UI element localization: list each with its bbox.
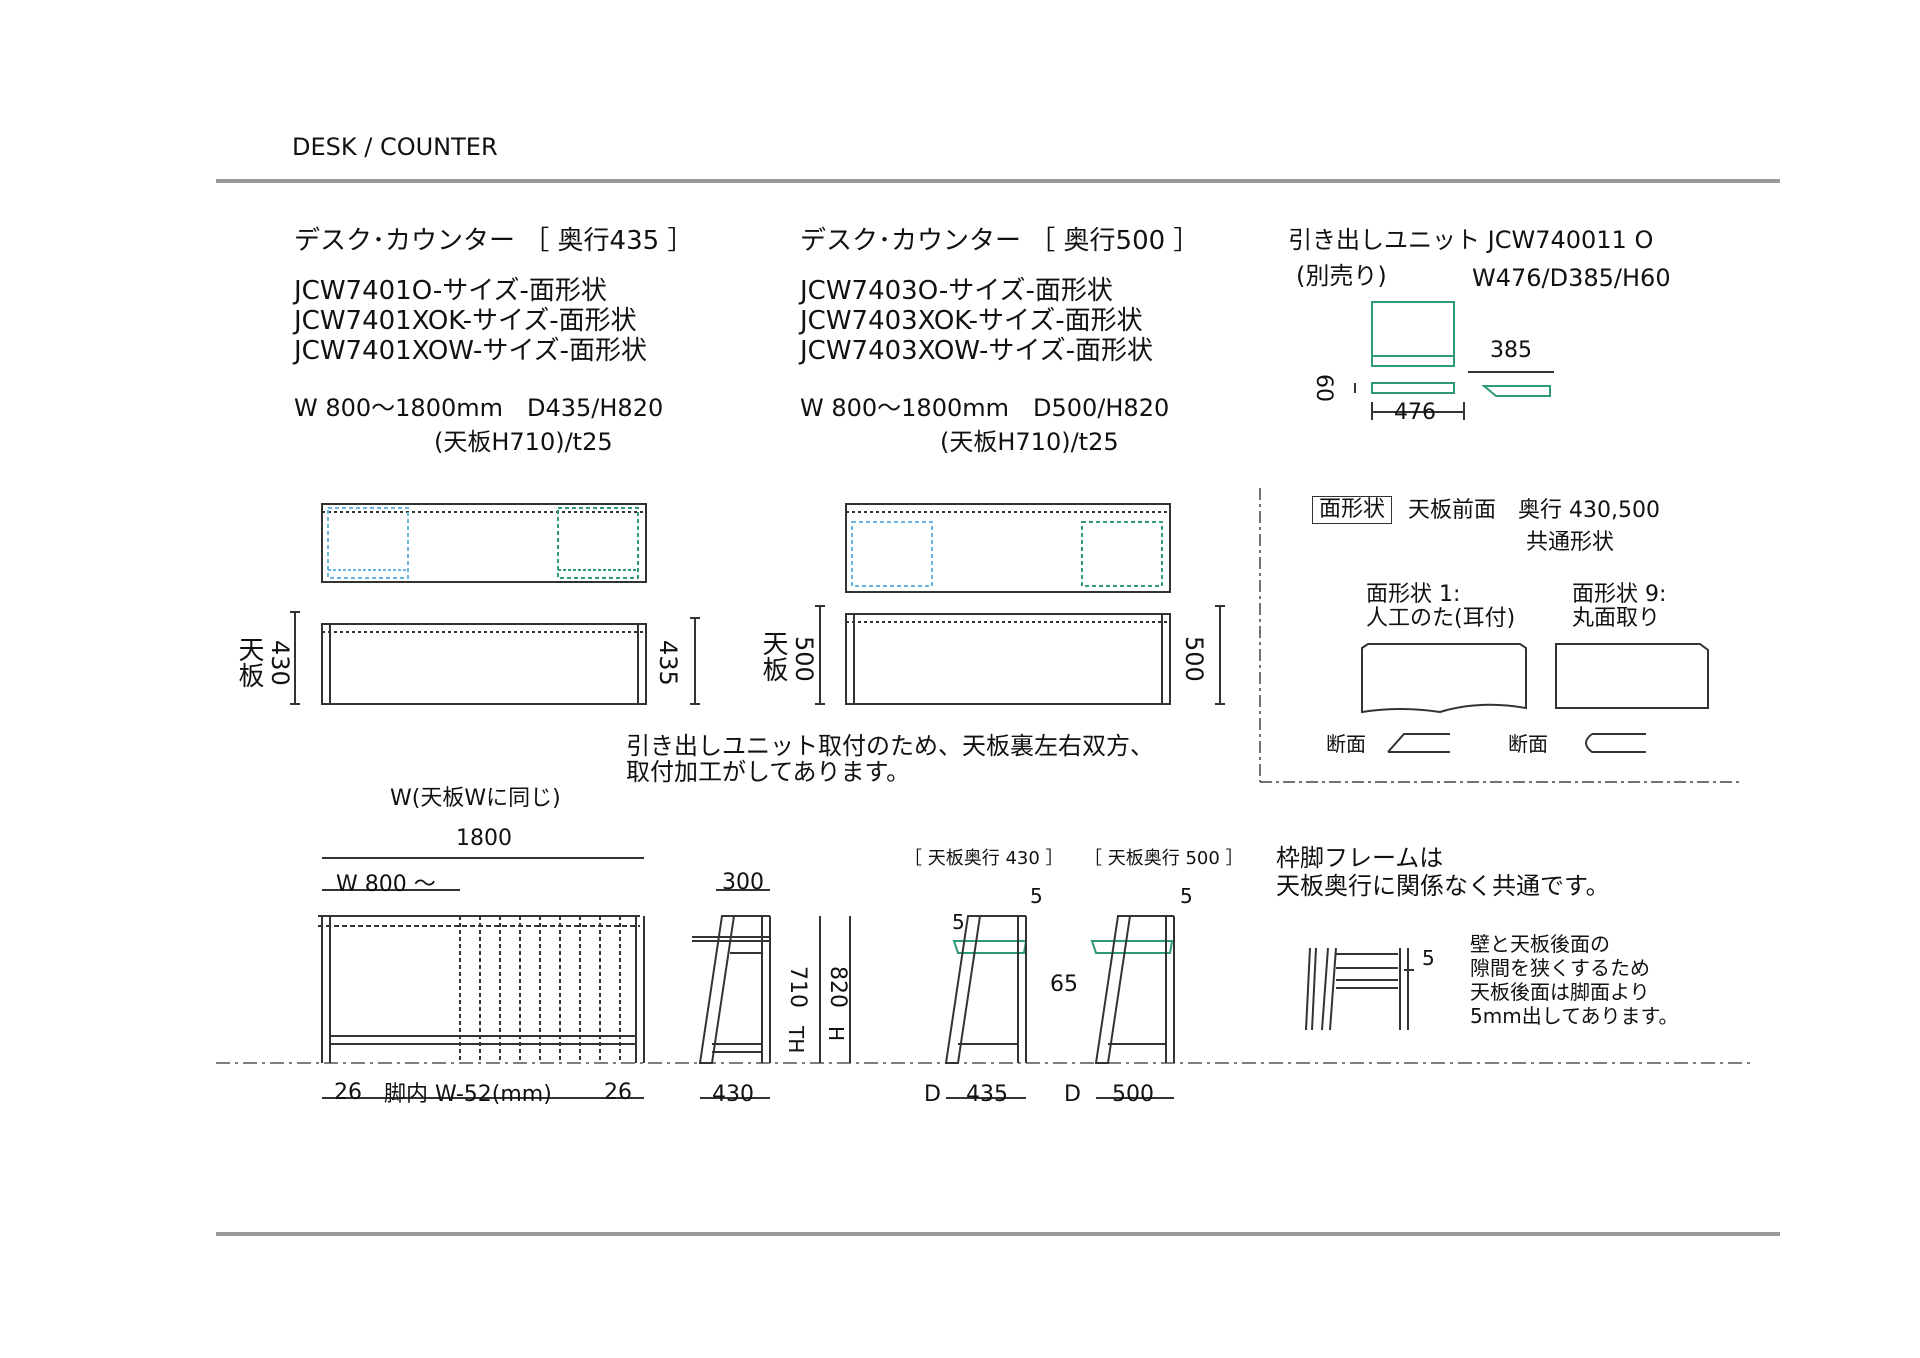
mid-spec-size-2: (天板H710)/t25: [940, 428, 1119, 456]
left-spec-heading: デスク･カウンター ［ 奥行435 ］: [294, 226, 694, 256]
section-label-1: 断面: [1326, 732, 1366, 756]
drawer-sub: (別売り): [1296, 262, 1387, 290]
front-dim-w800: W 800 ～: [336, 872, 436, 897]
depth-view-500: [1090, 915, 1175, 1099]
shape-desc-1: 天板前面 奥行 430,500: [1408, 498, 1660, 523]
section-label-2: 断面: [1508, 732, 1548, 756]
depth-dim-d1: D: [924, 1082, 941, 1107]
shape-profiles: [1361, 643, 1709, 753]
left-desk-elevation: [290, 611, 700, 705]
left-spec-model-1: JCW7401O-サイズ-面形状: [294, 276, 607, 306]
drawer-dim-476: 476: [1394, 400, 1436, 425]
shape1-title-1: 面形状 1:: [1366, 582, 1461, 607]
frame-note-2: 天板奥行に関係なく共通です。: [1276, 872, 1610, 900]
mid-desk-elevation: [815, 605, 1225, 705]
wall-note-1: 壁と天板後面の: [1470, 932, 1610, 956]
mid-spec-model-2: JCW7403XOK-サイズ-面形状: [800, 306, 1143, 336]
front-dim-inner: 脚内 W-52(mm): [384, 1082, 552, 1107]
side-dim-430: 430: [712, 1082, 754, 1107]
shape9-title-2: 丸面取り: [1572, 606, 1661, 631]
left-spec-model-3: JCW7401XOW-サイズ-面形状: [294, 336, 647, 366]
depth-dim-d2: D: [1064, 1082, 1081, 1107]
drawer-dim-60: 60: [1311, 374, 1336, 402]
depth-dim-5c: 5: [1180, 884, 1193, 908]
shape1-title-2: 人工のた(耳付): [1366, 606, 1516, 631]
mid-desk-plan: [845, 503, 1171, 593]
side-dim-820: 820: [825, 966, 850, 1008]
depth-dim-5b: 5: [1030, 884, 1043, 908]
front-dim-26b: 26: [604, 1080, 632, 1105]
wall-dim-5: 5: [1422, 946, 1435, 970]
page-title: DESK / COUNTER: [292, 133, 498, 161]
front-dim-1800: 1800: [456, 826, 512, 851]
wall-note-3: 天板後面は脚面より: [1470, 980, 1650, 1004]
mid-spec-size-1: W 800～1800mm D500/H820: [800, 394, 1170, 422]
depth-dim-5a: 5: [952, 910, 965, 934]
shape-desc-2: 共通形状: [1526, 530, 1615, 555]
drawer-size: W476/D385/H60: [1472, 264, 1671, 292]
front-view-drawing: [318, 857, 645, 1099]
left-dim-435: 435: [654, 640, 682, 686]
left-spec-size-1: W 800～1800mm D435/H820: [294, 394, 664, 422]
mid-dim-500b: 500: [1180, 636, 1208, 682]
front-dim-26a: 26: [334, 1080, 362, 1105]
drawer-dim-385: 385: [1490, 338, 1532, 363]
left-dim-top-label: 天板: [234, 636, 264, 688]
front-w-label: W(天板Wに同じ): [390, 786, 561, 811]
depth-label-430: ［ 天板奥行 430 ］: [904, 848, 1064, 869]
drawer-unit-drawing: [1354, 301, 1554, 420]
left-spec-model-2: JCW7401XOK-サイズ-面形状: [294, 306, 637, 336]
left-dim-430: 430: [266, 640, 294, 686]
mid-dim-500a: 500: [790, 636, 818, 682]
side-dim-th: TH: [784, 1026, 808, 1054]
depth-dim-435: 435: [966, 1082, 1008, 1107]
wall-note-2: 隙間を狭くするため: [1470, 956, 1650, 980]
left-desk-plan: [321, 503, 647, 583]
depth-label-500: ［ 天板奥行 500 ］: [1084, 848, 1244, 869]
drawer-note-2: 取付加工がしてあります。: [626, 758, 911, 786]
mid-spec-model-3: JCW7403XOW-サイズ-面形状: [800, 336, 1153, 366]
shape-tag: 面形状: [1312, 496, 1393, 524]
depth-view-430: [944, 915, 1028, 1099]
frame-note-1: 枠脚フレームは: [1276, 844, 1444, 872]
drawer-heading: 引き出しユニット JCW740011 O: [1288, 226, 1654, 254]
side-dim-300: 300: [722, 870, 764, 895]
side-view-drawing: [692, 889, 851, 1099]
depth-dim-500: 500: [1112, 1082, 1154, 1107]
shape9-title-1: 面形状 9:: [1572, 582, 1667, 607]
drawer-note-1: 引き出しユニット取付のため、天板裏左右双方、: [626, 732, 1154, 760]
side-dim-710: 710: [785, 966, 810, 1008]
left-spec-size-2: (天板H710)/t25: [434, 428, 613, 456]
mid-spec-model-1: JCW7403O-サイズ-面形状: [800, 276, 1113, 306]
side-dim-h: H: [824, 1026, 848, 1042]
wall-detail-drawing: [1305, 947, 1414, 1031]
mid-dim-top-label: 天板: [758, 630, 788, 682]
wall-note-4: 5mm出してあります。: [1470, 1004, 1679, 1028]
mid-spec-heading: デスク･カウンター ［ 奥行500 ］: [800, 226, 1200, 256]
depth-dim-65: 65: [1050, 972, 1078, 997]
